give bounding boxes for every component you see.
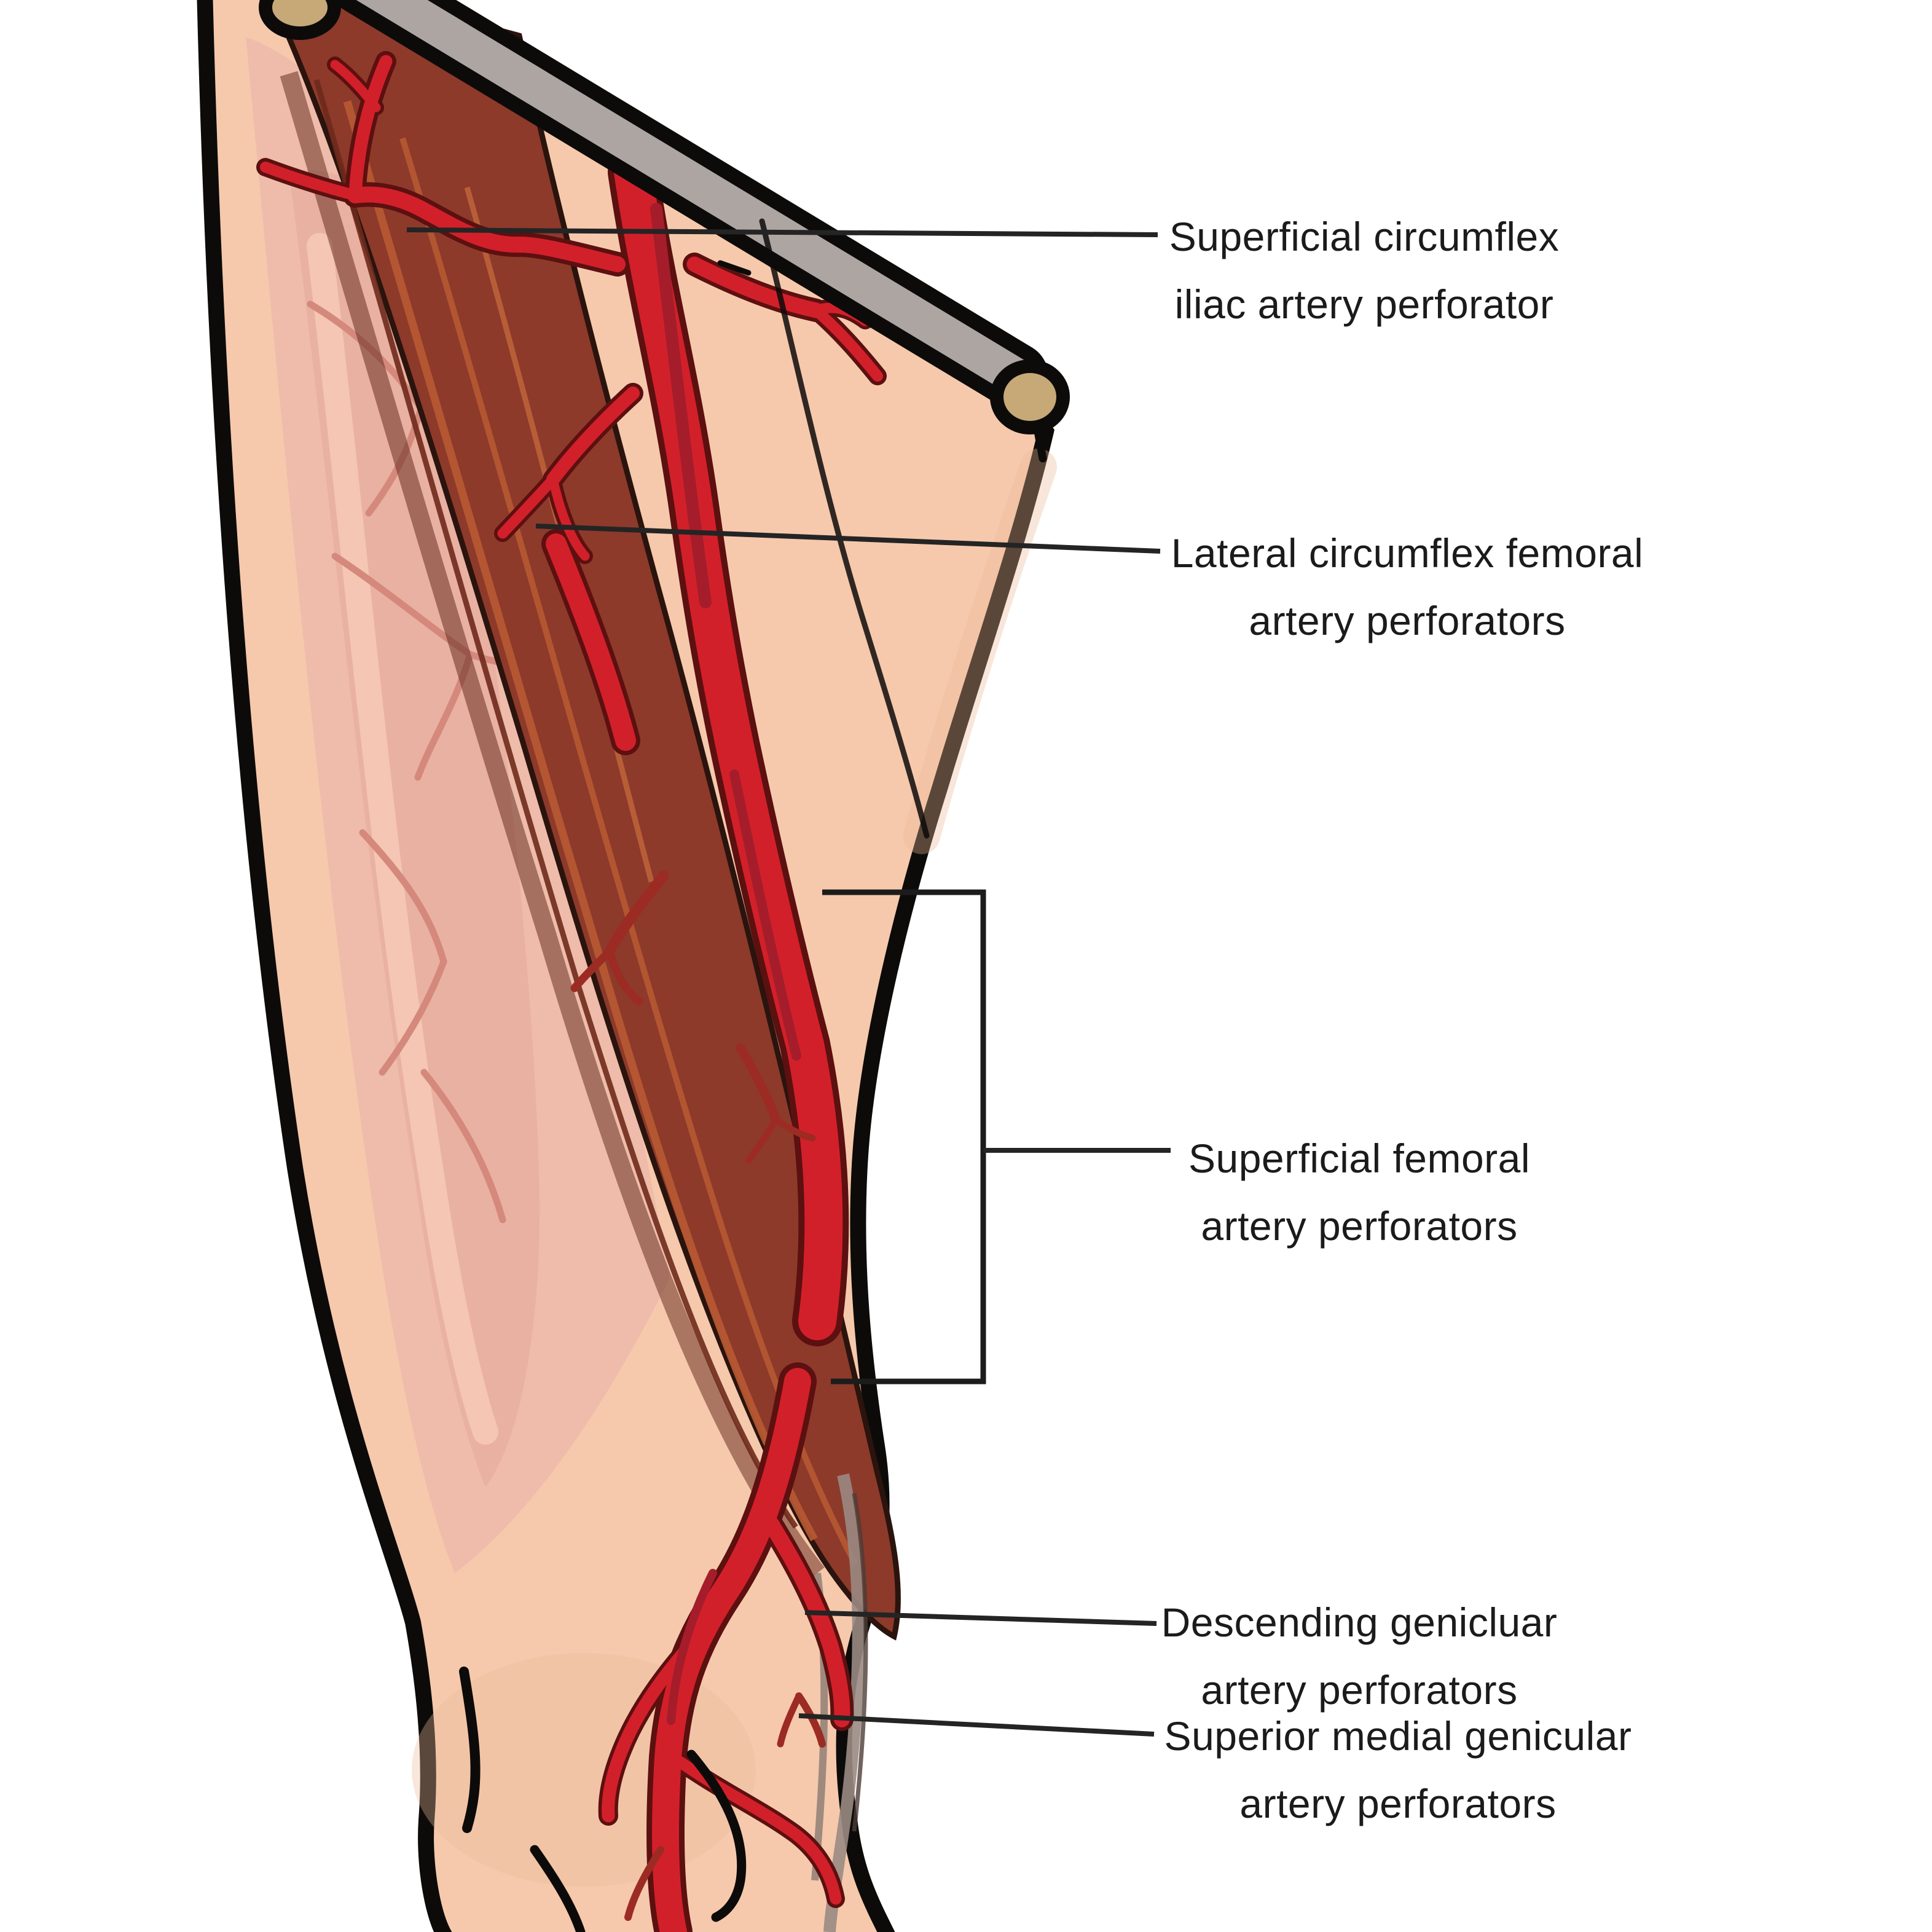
leader-lateral-circumflex-femoral [535,524,1161,554]
label-descending-genicular: Descending genicluar artery perforators [1161,1588,1558,1724]
leader-superficial-circumflex-iliac [406,227,1158,237]
label-line: iliac artery perforator [1174,281,1554,327]
retractor-bar [356,0,1034,395]
label-line: artery perforators [1239,1781,1557,1826]
label-superficial-circumflex-iliac: Superficial circumflex iliac artery perf… [1169,203,1560,338]
flap-contours [717,218,930,839]
label-line: artery perforators [1201,1667,1518,1713]
knee-creases [459,1667,747,1932]
label-line: Superficial femoral [1188,1136,1531,1181]
label-lateral-circumflex-femoral: Lateral circumflex femoral artery perfor… [1171,519,1644,654]
label-line: artery perforators [1249,598,1566,643]
retractor-pin-right [990,359,1070,434]
label-line: Superior medial genicular [1164,1713,1632,1759]
pin-tick [1034,427,1047,463]
muscle-streak-dark [313,79,798,1529]
retractor [259,0,1070,463]
bracket-superficial-femoral [822,889,986,1384]
pale-muscle-highlight [307,233,498,1445]
muscle-body [270,0,901,1641]
retractor-pin-left [259,0,341,40]
smg-perforator-twigs [624,1692,826,1921]
leader-superior-medial-genicular [798,1713,1155,1737]
muscle-streak [343,100,818,1542]
label-line: Descending genicluar [1161,1600,1558,1645]
muscle-edge-shadow [280,71,825,1579]
label-line: Superficial circumflex [1169,214,1560,259]
sfa-perforator-twigs [570,870,816,1164]
label-line: Lateral circumflex femoral [1171,530,1644,576]
femoral-artery-system [265,61,878,1932]
flap-inner-shadow [903,449,1057,854]
label-superficial-femoral: Superficial femoral artery perforators [1188,1125,1530,1260]
label-superior-medial-genicular: Superior medial genicular artery perfora… [1164,1702,1632,1837]
annotation-lines [406,227,1171,1737]
leader-descending-genicular [804,1610,1157,1626]
label-line: artery perforators [1201,1203,1518,1249]
exposed-tissue-window [246,37,1057,1887]
